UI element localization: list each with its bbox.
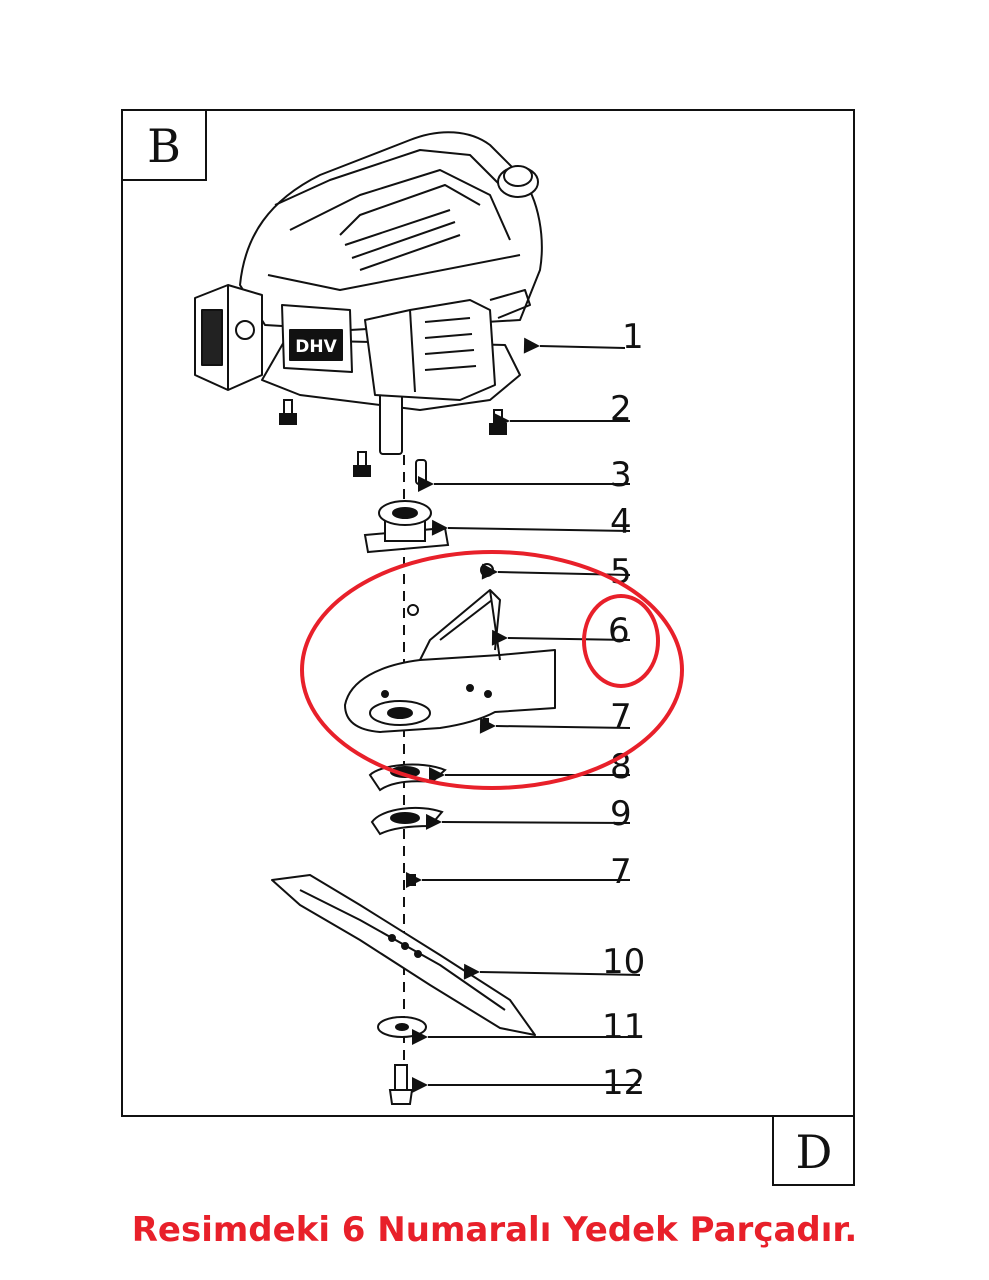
callout-2: 2 [610,389,632,429]
callout-7a: 7 [610,697,632,737]
callout-4: 4 [610,502,632,542]
fan-bolt [407,563,494,616]
blade-adapter [363,500,450,554]
lock-washer-bottom [370,806,444,836]
callout-10: 10 [602,942,645,982]
highlight-ellipse-part [300,550,684,790]
callout-3: 3 [610,455,632,495]
callout-8: 8 [610,747,632,787]
corner-box-bottom-right: D [772,1115,855,1186]
callout-7b: 7 [610,852,632,892]
engine-badge: DHV [295,337,337,357]
caption-note: Resimdeki 6 Numaralı Yedek Parçadır. [131,1210,858,1250]
small-screw-lower [410,874,416,886]
blade-washer [377,1016,427,1038]
diagram-frame [121,109,855,1117]
corner-label-d: D [796,1125,833,1179]
blade-bolt [388,1064,414,1105]
callout-numbers: 1 2 3 4 5 6 7 8 9 7 10 11 12 [602,317,645,1103]
callout-11: 11 [602,1007,645,1047]
corner-label-b: B [147,119,181,173]
small-screw [483,718,489,728]
callout-1: 1 [622,317,644,357]
fan-plate [344,589,556,733]
mower-blade [271,874,536,1036]
exploded-parts-diagram: B D DHV [121,109,855,1186]
callout-9: 9 [610,794,632,834]
callout-12: 12 [602,1063,645,1103]
callout-6: 6 [608,611,630,651]
shaft-key [415,459,427,485]
highlight-annotations [300,550,684,790]
engine-drawing: DHV [194,131,543,455]
corner-box-top-left: B [121,109,207,181]
highlight-ellipse-number [582,594,660,688]
